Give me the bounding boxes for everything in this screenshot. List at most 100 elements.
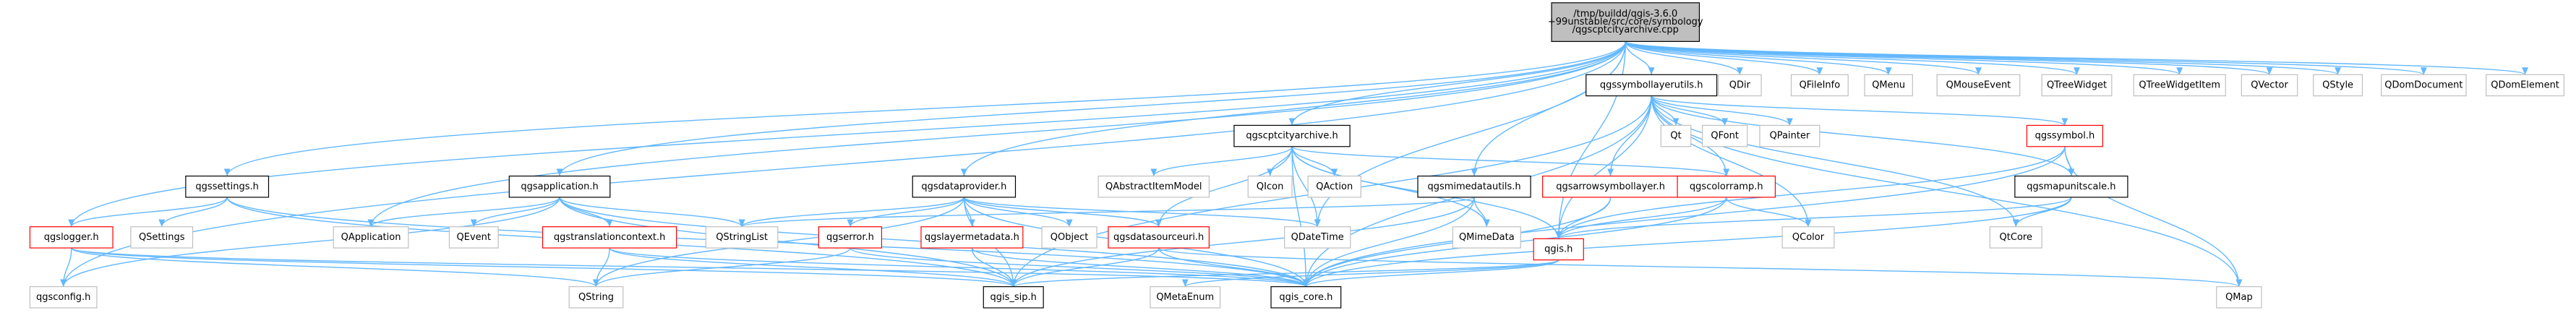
- node-qmetaenum[interactable]: QMetaEnum: [1150, 286, 1221, 309]
- edge-qgsdataprovider-to-qgserror: [847, 197, 965, 228]
- node-label: qgsmimedatautils.h: [1427, 181, 1520, 192]
- edge-qgssymbollayerutils-to-qgsarrowsymbollayer: [1607, 95, 1652, 176]
- node-qgsdataprovider[interactable]: qgsdataprovider.h: [912, 175, 1017, 198]
- node-label: QColor: [1792, 232, 1825, 243]
- node-qdir[interactable]: QDir: [1718, 74, 1762, 97]
- node-qgsdatasourceuri[interactable]: qgsdatasourceuri.h: [1108, 226, 1210, 249]
- node-qgsconfig[interactable]: qgsconfig.h: [29, 286, 98, 309]
- nodes-layer: /tmp/buildd/qgis-3.6.0+99unstable/src/co…: [29, 2, 2565, 309]
- node-box: [568, 286, 624, 309]
- edge-qgssymbollayerutils-to-qfont: [1651, 95, 1729, 126]
- node-qgssymbol[interactable]: qgssymbol.h: [2026, 124, 2104, 147]
- node-label: QEvent: [457, 232, 491, 243]
- node-box: [333, 226, 409, 249]
- node-qgstranslationcontext[interactable]: qgstranslationcontext.h: [542, 226, 677, 249]
- node-qdatetime[interactable]: QDateTime: [1284, 226, 1351, 249]
- node-box: [1790, 74, 1849, 97]
- node-qapplication[interactable]: QApplication: [333, 226, 409, 249]
- node-qaction[interactable]: QAction: [1307, 175, 1361, 198]
- node-qgis_core[interactable]: qgis_core.h: [1270, 286, 1342, 309]
- node-qgsmimedatautils[interactable]: qgsmimedatautils.h: [1417, 175, 1531, 198]
- node-label: qgsapplication.h: [521, 181, 598, 192]
- node-box: [2216, 286, 2262, 309]
- node-box: [2014, 175, 2128, 198]
- node-qcolor[interactable]: QColor: [1781, 226, 1835, 249]
- node-qgscptcityarchive[interactable]: qgscptcityarchive.h: [1233, 124, 1351, 147]
- node-qgssettings[interactable]: qgssettings.h: [185, 175, 270, 198]
- node-qmenu[interactable]: QMenu: [1864, 74, 1913, 97]
- node-qgscolorramp[interactable]: qgscolorramp.h: [1677, 175, 1776, 198]
- node-qsettings[interactable]: QSettings: [130, 226, 194, 249]
- node-qpainter[interactable]: QPainter: [1759, 124, 1820, 147]
- node-qgslogger[interactable]: qgslogger.h: [29, 226, 114, 249]
- edge-qgsmapunitscale-to-qgis_core: [1303, 197, 2072, 287]
- node-label: QTreeWidgetItem: [2139, 80, 2220, 90]
- node-qabstractitemmodel[interactable]: QAbstractItemModel: [1097, 175, 1210, 198]
- edge-qgscptcityarchive-to-qicon: [1267, 146, 1293, 176]
- node-box: [1247, 175, 1293, 198]
- edge-qgstranslationcontext-to-qgis_core: [609, 247, 1309, 288]
- node-box: [1452, 226, 1521, 249]
- node-qstyle[interactable]: QStyle: [2313, 74, 2363, 97]
- node-qmouseevent[interactable]: QMouseEvent: [1936, 74, 2021, 97]
- node-root[interactable]: /tmp/buildd/qgis-3.6.0+99unstable/src/co…: [1548, 2, 1703, 42]
- node-qmap[interactable]: QMap: [2216, 286, 2262, 309]
- edge-qgscptcityarchive-to-qdatetime: [1291, 146, 1321, 227]
- node-qtcore[interactable]: QtCore: [1989, 226, 2042, 249]
- node-box: [1864, 74, 1913, 97]
- node-qmimedata[interactable]: QMimeData: [1452, 226, 1521, 249]
- edge-root-to-qgsmimedatautils: [1471, 41, 1626, 176]
- edge-qgserror-to-qstring: [593, 247, 851, 287]
- node-label: Qt: [1670, 131, 1681, 142]
- edge-qgsdatasourceuri-to-qgis_core: [1158, 247, 1309, 287]
- node-qgis_sip[interactable]: qgis_sip.h: [983, 286, 1044, 309]
- node-box: [705, 226, 779, 249]
- edge-qgslogger-to-qgis_core: [71, 247, 1309, 288]
- node-qfileinfo[interactable]: QFileInfo: [1790, 74, 1849, 97]
- edge-qgsmimedatautils-to-qgis_core: [1302, 197, 1475, 287]
- node-label: +99unstable/src/core/symbology: [1548, 17, 1703, 27]
- node-qfont[interactable]: QFont: [1702, 124, 1748, 147]
- node-qgssymbollayerutils[interactable]: qgssymbollayerutils.h: [1586, 74, 1718, 97]
- node-label: qgis.h: [1544, 244, 1572, 254]
- node-label: qgsarrowsymbollayer.h: [1556, 181, 1665, 192]
- node-qgsmapunitscale[interactable]: qgsmapunitscale.h: [2014, 175, 2128, 198]
- node-qtreewidget[interactable]: QTreeWidget: [2041, 74, 2113, 97]
- node-box: [1718, 74, 1762, 97]
- node-box: [1417, 175, 1531, 198]
- node-qdomdocument[interactable]: QDomDocument: [2381, 74, 2467, 97]
- node-box: [1097, 175, 1210, 198]
- edge-root-to-qmenu: [1625, 40, 1892, 75]
- edge-qgserror-to-qgis_core: [850, 247, 1309, 288]
- node-label: qgscptcityarchive.h: [1246, 131, 1338, 142]
- node-qevent[interactable]: QEvent: [448, 226, 499, 249]
- node-label: qgslayermetadata.h: [925, 232, 1019, 243]
- node-qicon[interactable]: QIcon: [1247, 175, 1293, 198]
- node-label: QMouseEvent: [1946, 80, 2011, 90]
- node-label: QtCore: [2000, 232, 2032, 243]
- node-qdomelement[interactable]: QDomElement: [2486, 74, 2565, 97]
- edge-qgsmapunitscale-to-qgis: [1555, 197, 2072, 239]
- node-qobject[interactable]: QObject: [1041, 226, 1097, 249]
- node-qstring[interactable]: QString: [568, 286, 624, 309]
- node-label: QPainter: [1770, 131, 1810, 142]
- edge-qgssymbollayerutils-to-qgsmapunitscale: [1651, 95, 2075, 176]
- node-box: [983, 286, 1044, 309]
- node-qgis[interactable]: qgis.h: [1533, 238, 1584, 261]
- node-qtreewidgetitem[interactable]: QTreeWidgetItem: [2133, 74, 2226, 97]
- node-label: qgslogger.h: [44, 232, 99, 243]
- node-qgslayermetadata[interactable]: qgslayermetadata.h: [920, 226, 1024, 249]
- node-qgsapplication[interactable]: qgsapplication.h: [508, 175, 611, 198]
- node-qgserror[interactable]: qgserror.h: [818, 226, 883, 249]
- edge-root-to-qgssymbollayerutils: [1625, 41, 1655, 75]
- node-box: [1284, 226, 1351, 249]
- node-box: [1108, 226, 1210, 249]
- node-qvector[interactable]: QVector: [2241, 74, 2298, 97]
- node-label: QDir: [1729, 80, 1751, 90]
- node-qt[interactable]: Qt: [1660, 124, 1692, 147]
- node-label: QStyle: [2322, 80, 2353, 90]
- node-label: qgssymbollayerutils.h: [1600, 80, 1703, 90]
- edge-qgsmimedatautils-to-qgis_sip: [1010, 197, 1475, 287]
- node-qgsarrowsymbollayer[interactable]: qgsarrowsymbollayer.h: [1542, 175, 1679, 198]
- node-qstringlist[interactable]: QStringList: [705, 226, 779, 249]
